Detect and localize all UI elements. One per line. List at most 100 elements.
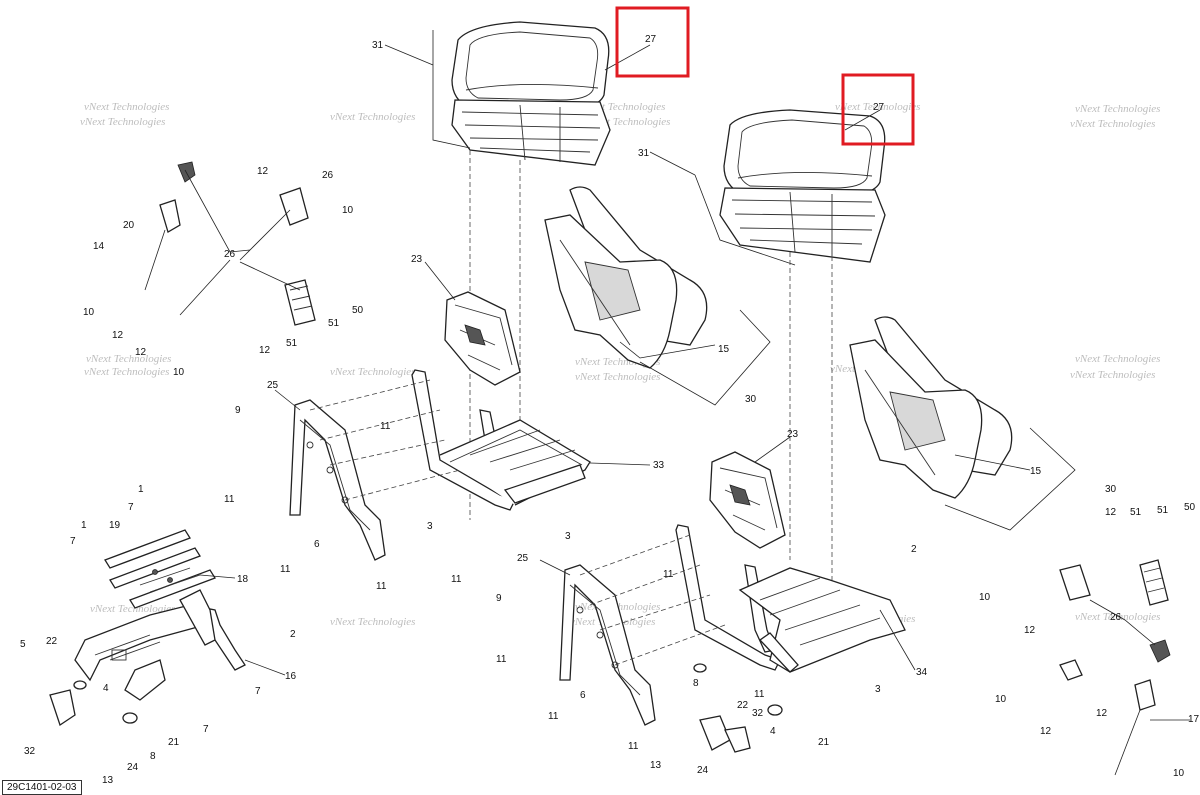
callout-24: 24 bbox=[697, 765, 709, 776]
callout-32: 32 bbox=[752, 708, 764, 719]
highlight-box-27b bbox=[841, 73, 915, 146]
callout-12: 12 bbox=[1040, 726, 1052, 737]
callout-11: 11 bbox=[548, 711, 559, 722]
watermark: vNext Technologies bbox=[1075, 353, 1160, 365]
seat-cushion-left bbox=[451, 21, 611, 166]
watermark: vNext Technologies bbox=[84, 101, 169, 113]
leader-31a bbox=[384, 44, 434, 66]
guide-lines-right bbox=[789, 252, 833, 580]
callout-4: 4 bbox=[770, 726, 776, 737]
callout-11: 11 bbox=[628, 741, 639, 752]
side-frame-25-right bbox=[559, 564, 656, 726]
reference-number: 29C1401-02-03 bbox=[2, 780, 82, 795]
callout-11: 11 bbox=[280, 564, 291, 575]
callout-18: 18 bbox=[237, 574, 249, 585]
callout-11: 11 bbox=[224, 494, 235, 505]
callout-25: 25 bbox=[517, 553, 529, 564]
callout-11: 11 bbox=[451, 574, 462, 585]
callout-11: 11 bbox=[663, 569, 674, 580]
seat-backrest-left bbox=[544, 186, 708, 369]
leader-26a-2 bbox=[239, 209, 291, 261]
watermark: vNext Technologies bbox=[90, 603, 175, 615]
callout-20: 20 bbox=[123, 220, 135, 231]
leader-16 bbox=[244, 659, 286, 676]
callout-50: 50 bbox=[1184, 502, 1196, 513]
callout-27: 27 bbox=[645, 34, 657, 45]
watermark: vNext Technologies bbox=[80, 116, 165, 128]
callout-15: 15 bbox=[718, 344, 730, 355]
watermark: vNext Technologies bbox=[330, 616, 415, 628]
callout-2: 2 bbox=[911, 544, 917, 555]
leader-31b bbox=[649, 151, 696, 176]
callout-16: 16 bbox=[285, 671, 297, 682]
seat-belt-left bbox=[144, 161, 316, 326]
watermark: vNext Technologies bbox=[1075, 103, 1160, 115]
callout-22: 22 bbox=[737, 700, 749, 711]
leader-27a bbox=[604, 44, 651, 71]
callout-13: 13 bbox=[650, 760, 662, 771]
watermark: vNext Technologies bbox=[330, 366, 415, 378]
watermark: vNext Technologies bbox=[1070, 369, 1155, 381]
callout-51: 51 bbox=[1130, 507, 1142, 518]
callout-8: 8 bbox=[693, 678, 699, 689]
callout-25: 25 bbox=[267, 380, 279, 391]
callout-6: 6 bbox=[314, 539, 320, 550]
callout-31: 31 bbox=[638, 148, 650, 159]
callout-15: 15 bbox=[1030, 466, 1042, 477]
callout-30: 30 bbox=[745, 394, 757, 405]
callout-11: 11 bbox=[754, 689, 765, 700]
callout-19: 19 bbox=[109, 520, 121, 531]
callout-7: 7 bbox=[70, 536, 76, 547]
leader-15b bbox=[954, 454, 1031, 471]
watermark: vNext Technologies bbox=[575, 371, 660, 383]
leader-15a bbox=[619, 341, 716, 359]
callout-5: 5 bbox=[20, 639, 26, 650]
callout-31: 31 bbox=[372, 40, 384, 51]
callout-9: 9 bbox=[235, 405, 241, 416]
callout-30: 30 bbox=[1105, 484, 1117, 495]
callout-10: 10 bbox=[83, 307, 95, 318]
callout-12: 12 bbox=[112, 330, 124, 341]
seat-belt-right bbox=[1059, 559, 1171, 776]
callout-10: 10 bbox=[979, 592, 991, 603]
side-frame-25-left bbox=[289, 399, 386, 561]
callout-26: 26 bbox=[322, 170, 334, 181]
callout-23: 23 bbox=[411, 254, 423, 265]
callout-22: 22 bbox=[46, 636, 58, 647]
leader-26a bbox=[184, 169, 251, 253]
callout-11: 11 bbox=[376, 581, 387, 592]
callout-51: 51 bbox=[286, 338, 298, 349]
watermark: vNext Technologies bbox=[330, 111, 415, 123]
callout-8: 8 bbox=[150, 751, 156, 762]
callout-7: 7 bbox=[203, 724, 209, 735]
callout-3: 3 bbox=[875, 684, 881, 695]
watermark: vNext Technologies bbox=[1075, 611, 1160, 623]
leader-23b bbox=[754, 436, 791, 463]
hardware-parts bbox=[49, 663, 783, 753]
leader-25a bbox=[274, 389, 301, 411]
seat-frame-33 bbox=[411, 369, 591, 511]
callout-12: 12 bbox=[1024, 625, 1036, 636]
callout-7: 7 bbox=[255, 686, 261, 697]
bolster-left bbox=[444, 291, 521, 386]
callout-labels: 27 31 27 31 26 12 10 20 14 10 12 12 10 2… bbox=[20, 34, 1200, 786]
seat-backrest-right bbox=[849, 316, 1013, 499]
leader-33 bbox=[589, 462, 651, 466]
watermark: vNext Technologies bbox=[86, 353, 171, 365]
callout-14: 14 bbox=[93, 241, 105, 252]
callout-2: 2 bbox=[290, 629, 296, 640]
bolster-right bbox=[709, 451, 786, 549]
callout-4: 4 bbox=[103, 683, 109, 694]
bracket-31a bbox=[432, 30, 471, 149]
callout-21: 21 bbox=[168, 737, 180, 748]
callout-24: 24 bbox=[127, 762, 139, 773]
callout-34: 34 bbox=[916, 667, 928, 678]
callout-10: 10 bbox=[995, 694, 1007, 705]
watermark: vNext Technologies bbox=[84, 366, 169, 378]
callout-33: 33 bbox=[653, 460, 665, 471]
callout-51: 51 bbox=[328, 318, 340, 329]
callout-6: 6 bbox=[580, 690, 586, 701]
callout-17: 17 bbox=[1188, 714, 1200, 725]
callout-9: 9 bbox=[496, 593, 502, 604]
